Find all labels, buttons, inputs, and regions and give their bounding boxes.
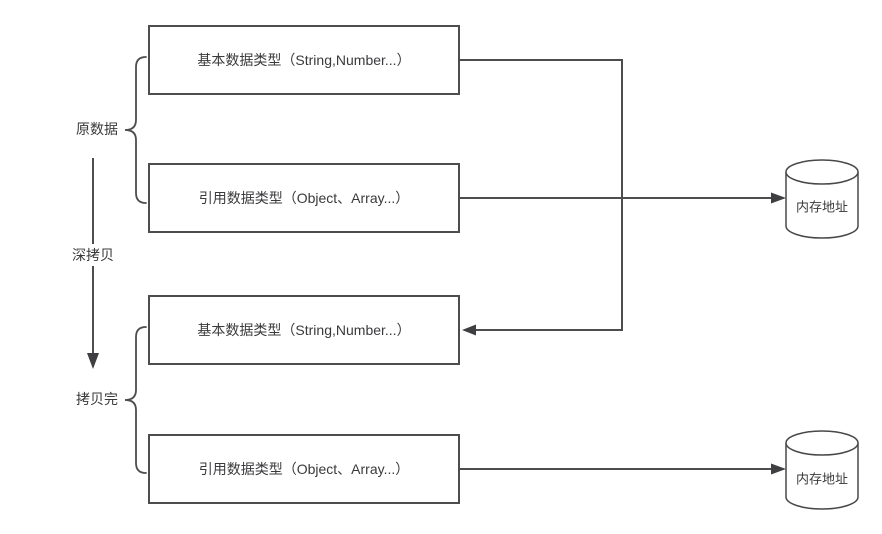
arrowhead-into-memory-source-icon bbox=[771, 192, 786, 204]
node-reference-copy-label: 引用数据类型（Object、Array...） bbox=[198, 461, 410, 477]
copied-group-brace bbox=[124, 326, 147, 474]
label-deep-copy: 深拷贝 bbox=[69, 244, 117, 266]
node-reference-copy: 引用数据类型（Object、Array...） bbox=[148, 434, 460, 504]
node-primitive-copy-label: 基本数据类型（String,Number...） bbox=[197, 322, 411, 338]
node-primitive-source: 基本数据类型（String,Number...） bbox=[148, 25, 460, 95]
source-group-brace bbox=[124, 56, 147, 204]
node-primitive-source-label: 基本数据类型（String,Number...） bbox=[197, 52, 411, 68]
memory-cylinder-copy bbox=[785, 430, 859, 510]
arrowhead-into-memory-copy-icon bbox=[771, 463, 786, 475]
label-copied-group: 拷贝完 bbox=[76, 391, 118, 407]
node-primitive-copy: 基本数据类型（String,Number...） bbox=[148, 295, 460, 365]
label-source-group: 原数据 bbox=[76, 121, 118, 137]
arrowhead-deep-copy-icon bbox=[87, 353, 99, 369]
label-memory-copy: 内存地址 bbox=[795, 471, 849, 487]
node-reference-source: 引用数据类型（Object、Array...） bbox=[148, 163, 460, 233]
connector-primitive-source-to-copy bbox=[460, 59, 623, 331]
label-memory-source: 内存地址 bbox=[795, 199, 849, 215]
memory-cylinder-source bbox=[785, 159, 859, 239]
node-reference-source-label: 引用数据类型（Object、Array...） bbox=[198, 190, 410, 206]
arrowhead-into-primitive-copy-icon bbox=[462, 324, 476, 336]
